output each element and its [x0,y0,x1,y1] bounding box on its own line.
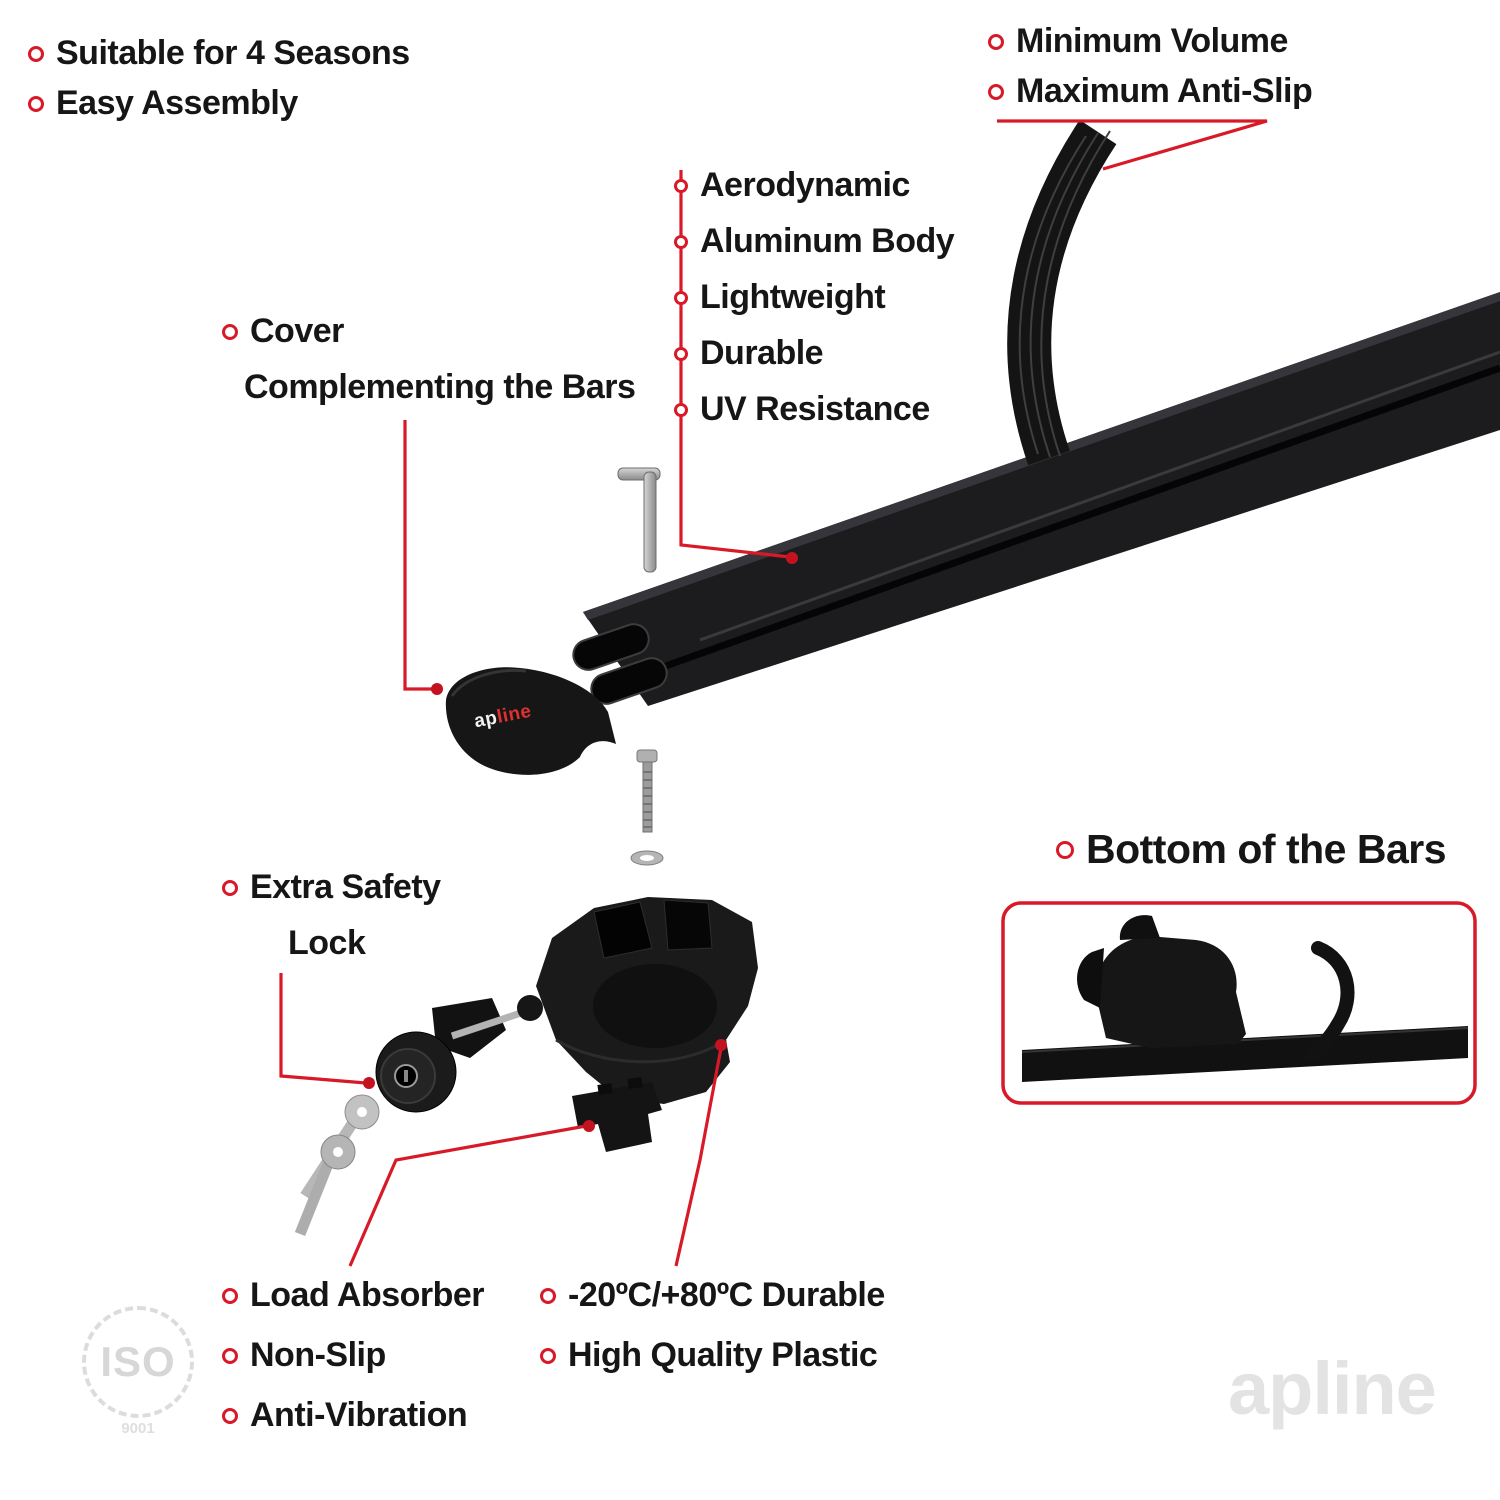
label-text: Suitable for 4 Seasons [56,34,410,72]
label-uv-resistance: UV Resistance [700,390,930,429]
cover-piece [445,667,616,775]
label-text: Lightweight [700,278,886,316]
bullet-ring-icon [222,1347,238,1364]
label-maximum-anti-slip: Maximum Anti-Slip [988,72,1313,111]
absorber-pad [572,1077,662,1152]
iso-text: ISO [100,1338,176,1385]
label-text: Non-Slip [250,1336,386,1374]
label-easy-assembly: Easy Assembly [28,84,298,123]
bullet-ring-icon [222,1407,238,1424]
iso-badge-circle: ISO [82,1306,194,1418]
rubber-strip [1007,119,1117,466]
label-text: Minimum Volume [1016,22,1288,60]
label-text: -20ºC/+80ºC Durable [568,1276,885,1314]
bullet-ring-icon [1056,840,1074,859]
iso-number: 9001 [121,1420,155,1437]
safety-lock [375,995,543,1113]
label-text: Lock [288,924,366,962]
label-text: Cover [250,312,344,350]
iso-badge: ISO 9001 [78,1306,198,1437]
label-text: Load Absorber [250,1276,485,1314]
label-lightweight: Lightweight [700,278,886,317]
keys [294,1094,380,1237]
bullet-ring-icon [540,1287,556,1304]
label-text: Maximum Anti-Slip [1016,72,1313,110]
label-text: Complementing the Bars [244,368,636,406]
bullet-ring-icon [988,33,1004,50]
label-text: Aluminum Body [700,222,955,260]
bottom-detail-box [1001,901,1477,1105]
bullet-ring-icon [28,95,44,112]
annotation-markers [363,179,798,1132]
label-lock: Lock [288,924,366,963]
brand-watermark: apline [1228,1347,1437,1430]
label-text: Bottom of the Bars [1086,826,1447,872]
label-durable: Durable [700,334,824,373]
bullet-ring-icon [222,1287,238,1304]
label-text: Anti-Vibration [250,1396,468,1434]
label-temperature-durable: -20ºC/+80ºC Durable [540,1276,885,1315]
washer [630,850,664,866]
bolt [636,749,658,833]
bullet-ring-icon [222,879,238,896]
label-anti-vibration: Anti-Vibration [222,1396,468,1435]
allen-key-icon [617,467,661,573]
label-text: Durable [700,334,824,372]
label-high-quality-plastic: High Quality Plastic [540,1336,878,1375]
label-bottom-of-the-bars: Bottom of the Bars [1056,826,1447,873]
label-text: High Quality Plastic [568,1336,878,1374]
label-text: Easy Assembly [56,84,298,122]
label-load-absorber: Load Absorber [222,1276,485,1315]
label-suitable-four-seasons: Suitable for 4 Seasons [28,34,410,73]
foot-clamp [536,897,758,1104]
label-extra-safety: Extra Safety [222,868,441,907]
label-cover-complementing: Complementing the Bars [244,368,636,407]
label-aluminum-body: Aluminum Body [700,222,955,261]
label-cover: Cover [222,312,344,351]
bullet-ring-icon [988,83,1004,100]
label-text: Aerodynamic [700,166,910,204]
label-text: UV Resistance [700,390,930,428]
bullet-ring-icon [540,1347,556,1364]
label-minimum-volume: Minimum Volume [988,22,1288,61]
crossbar-end-profile [572,623,668,705]
label-aerodynamic: Aerodynamic [700,166,910,205]
label-text: Extra Safety [250,868,441,906]
bullet-ring-icon [28,45,44,62]
label-non-slip: Non-Slip [222,1336,386,1375]
bullet-ring-icon [222,323,238,340]
